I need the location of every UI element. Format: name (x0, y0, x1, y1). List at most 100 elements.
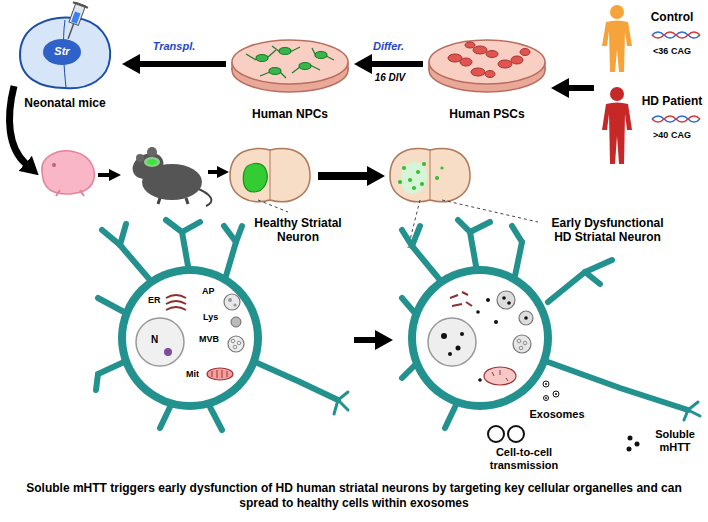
soluble-mhtt (635, 442, 640, 447)
callout-label: Str (50, 45, 74, 58)
hd-neuron (555, 393, 557, 395)
hd-neuron (450, 292, 472, 306)
npc-dish (260, 72, 270, 76)
leader-line (258, 200, 288, 212)
hd-neuron (513, 335, 531, 353)
process-arrow (318, 172, 368, 180)
hd-neuron (484, 367, 516, 385)
hd-neuron (466, 302, 472, 306)
patient-figure (610, 87, 624, 101)
patient-figure (602, 103, 632, 165)
hd-neuron (402, 220, 700, 428)
brain-section (398, 180, 402, 184)
hd-neuron (543, 381, 549, 387)
edge-label: Differ. (349, 40, 429, 53)
healthy-neuron (102, 230, 150, 280)
healthy-neuron (118, 266, 262, 410)
npc-dish (280, 72, 286, 78)
hd-neuron (684, 410, 688, 420)
hd-neuron (402, 366, 414, 378)
brain-section (435, 176, 439, 180)
healthy-neuron (228, 298, 232, 302)
healthy-neuron (338, 400, 348, 410)
node-text: >40 CAG (638, 129, 706, 141)
callout-label: Lys (203, 312, 221, 322)
culture-dish: Human PSCs (425, 32, 549, 124)
brain-section (230, 149, 310, 202)
syringe (71, 11, 80, 23)
brain-section (401, 162, 427, 194)
brain-section (412, 186, 416, 190)
adult-mouse (196, 188, 211, 206)
callout-label: MVB (199, 334, 223, 344)
hd-neuron (543, 381, 559, 401)
hd-neuron (448, 352, 452, 356)
hd-neuron (412, 226, 420, 246)
node-text: Human PSCs (425, 107, 549, 122)
node-text: Human NPCs (228, 107, 352, 122)
hd-neuron (408, 266, 552, 410)
healthy-neuron (224, 226, 236, 242)
hd-neuron (452, 304, 462, 306)
hd-neuron (544, 396, 549, 401)
hd-neuron (486, 298, 490, 302)
healthy-neuron (207, 368, 233, 380)
adult-mouse (144, 157, 160, 167)
hd-neuron (402, 298, 414, 312)
brain-section (230, 149, 310, 202)
adult-mouse (147, 147, 157, 157)
hd-neuron (492, 370, 508, 381)
brain-section (440, 166, 443, 169)
hd-neuron (517, 339, 521, 343)
brain-section (408, 178, 412, 182)
hd-neuron (585, 272, 600, 284)
control-figure (602, 21, 632, 73)
hd-neuron (507, 301, 511, 305)
syringe (68, 24, 73, 39)
hd-neuron (402, 220, 688, 428)
healthy-neuron (136, 318, 184, 366)
healthy-neuron (212, 370, 227, 378)
npc-dish (232, 40, 348, 84)
hd-neuron (512, 226, 522, 242)
hd-neuron (445, 407, 455, 428)
hd-neuron (548, 362, 688, 410)
hd-neuron (441, 333, 447, 339)
hd-neuron (517, 339, 527, 350)
dna-helix (652, 116, 700, 122)
healthy-neuron (166, 220, 188, 266)
node-text: Control (638, 10, 706, 25)
hd-neuron (688, 402, 698, 410)
brain-section (420, 182, 424, 186)
psc-dish (465, 42, 475, 48)
hd-neuron (545, 397, 547, 399)
dna-helix (652, 116, 700, 122)
healthy-neuron (334, 392, 348, 414)
hd-neuron (524, 316, 528, 320)
syringe (73, 1, 89, 8)
exosome-rings (508, 426, 524, 442)
control-figure (602, 5, 632, 72)
mouse-brain (20, 17, 110, 88)
mouse-pup (42, 151, 94, 196)
hd-neuron (688, 410, 700, 416)
psc-dish (448, 42, 530, 78)
healthy-neuron (231, 339, 235, 343)
hd-neuron (553, 391, 559, 397)
adult-mouse (136, 154, 144, 162)
brain-section (422, 162, 426, 166)
healthy-neuron (224, 294, 240, 310)
npc-dish (292, 67, 300, 73)
control-figure (610, 5, 624, 19)
healthy-neuron (228, 336, 244, 352)
hd-neuron (494, 320, 498, 324)
brain-section (390, 149, 470, 202)
mouse-brain (43, 39, 81, 65)
healthy-neuron (255, 362, 338, 400)
node-text: Neonatal mice (10, 96, 120, 111)
hd-neuron (548, 260, 612, 302)
dna-helix (652, 32, 700, 38)
hd-neuron (502, 296, 506, 300)
hd-neuron (456, 346, 461, 351)
